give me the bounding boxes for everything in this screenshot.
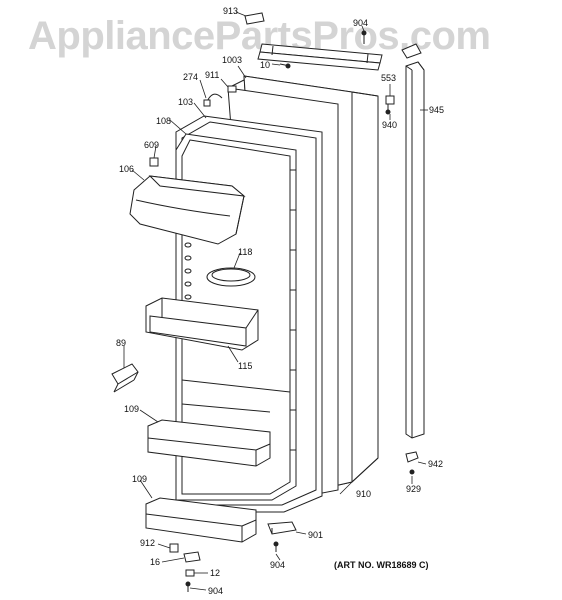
callout-942: 942: [428, 459, 443, 469]
callout-912: 912: [140, 538, 155, 548]
leader-lines: [123, 11, 428, 591]
trim-strip-945: [405, 61, 425, 439]
part-12: [185, 569, 195, 577]
callout-89: 89: [116, 338, 126, 348]
callout-911: 911: [205, 70, 219, 80]
callout-553: 553: [381, 73, 396, 83]
callout-901: 901: [308, 530, 323, 540]
callout-929: 929: [406, 484, 421, 494]
callout-913: 913: [223, 6, 238, 16]
callout-10: 10: [260, 60, 270, 70]
callout-115: 115: [238, 361, 252, 371]
door-bin-109-lower: [145, 497, 257, 543]
callout-945: 945: [429, 105, 444, 115]
callout-1003: 1003: [222, 55, 242, 65]
part-553: [385, 95, 395, 105]
callout-940: 940: [382, 120, 397, 130]
art-number-caption: (ART NO. WR18689 C): [334, 560, 429, 570]
callout-910: 910: [356, 489, 371, 499]
part-274: [203, 93, 223, 107]
callout-118: 118: [238, 247, 252, 257]
part-16: [183, 551, 201, 563]
part-912: [169, 543, 179, 553]
callout-274: 274: [183, 72, 198, 82]
screw-10: [279, 63, 291, 69]
butter-box-118: [206, 267, 256, 287]
screw-904-top: [361, 30, 367, 44]
door-bin-115: [145, 297, 259, 351]
callout-12: 12: [210, 568, 220, 578]
part-904-mid: [273, 541, 279, 552]
part-609: [149, 157, 159, 167]
callout-108: 108: [156, 116, 171, 126]
callout-109-lower: 109: [132, 474, 147, 484]
callout-904-mid: 904: [270, 560, 285, 570]
part-929: [409, 469, 415, 475]
dairy-bin-106: [129, 175, 246, 245]
part-901: [267, 521, 297, 535]
callout-16: 16: [150, 557, 160, 567]
callout-labels: 913 904 1003 10 274 911 553 945 103 940 …: [116, 6, 444, 596]
part-911: [227, 85, 237, 93]
part-942: [405, 451, 419, 463]
callout-109-upper: 109: [124, 404, 139, 414]
door-bin-109-upper: [147, 419, 271, 467]
part-89: [111, 363, 139, 393]
top-trim-bar: [257, 43, 383, 71]
part-904-bottom: [185, 581, 191, 592]
hinge-cover-913: [244, 12, 265, 25]
callout-103: 103: [178, 97, 193, 107]
callout-106: 106: [119, 164, 134, 174]
part-940: [385, 104, 391, 115]
callout-904-top: 904: [353, 18, 368, 28]
callout-609: 609: [144, 140, 159, 150]
callout-904-bottom: 904: [208, 586, 223, 596]
